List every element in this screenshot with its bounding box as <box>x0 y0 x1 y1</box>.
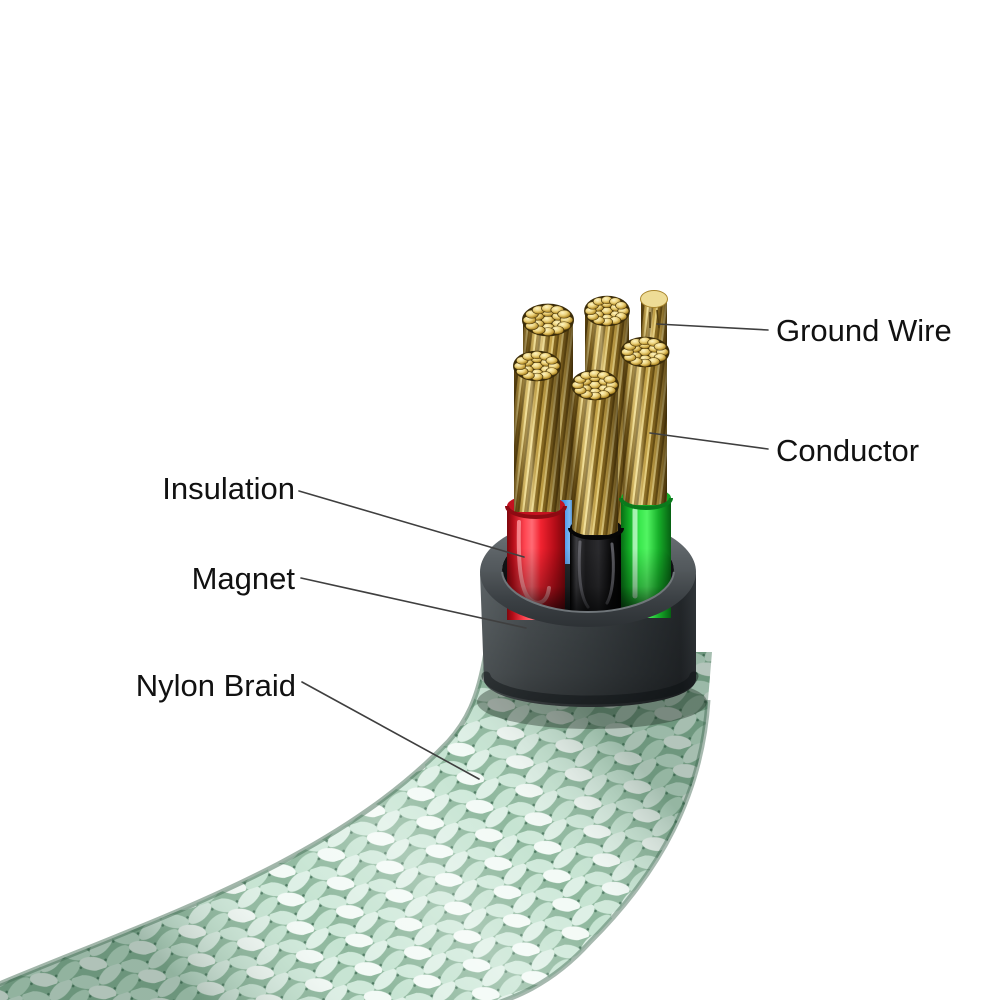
leader-line-nylon-braid <box>301 681 480 780</box>
label-magnet: Magnet <box>192 561 296 596</box>
conductor-bundle-front-center <box>571 369 619 535</box>
leader-line-ground-wire <box>656 323 769 331</box>
label-ground-wire: Ground Wire <box>776 313 952 348</box>
label-insulation: Insulation <box>162 471 295 506</box>
label-conductor: Conductor <box>776 433 919 468</box>
leader-line-insulation <box>298 490 525 558</box>
label-nylon-braid: Nylon Braid <box>136 668 296 703</box>
green-sleeve-lip <box>619 497 673 510</box>
collar-rim-front-inner-edge <box>501 572 675 613</box>
red-sleeve-lip <box>505 505 567 519</box>
leader-line-conductor <box>649 432 769 450</box>
braid-top-edge-shadow <box>0 651 489 987</box>
ground-wire-marks <box>649 309 660 329</box>
collar-bottom-shadow <box>481 671 699 705</box>
braid-right-edge-shadow <box>498 699 711 1000</box>
leader-line-magnet <box>300 577 527 629</box>
callouts: Ground Wire Conductor Insulation Magnet … <box>136 313 952 780</box>
conductor-bundle-front-right <box>620 336 670 505</box>
conductor-bundle-front-left <box>513 350 561 512</box>
collar-rim-front <box>480 572 696 627</box>
collar-body-vertical-shade <box>480 572 696 707</box>
cavity-bottom-shadow <box>502 528 674 612</box>
